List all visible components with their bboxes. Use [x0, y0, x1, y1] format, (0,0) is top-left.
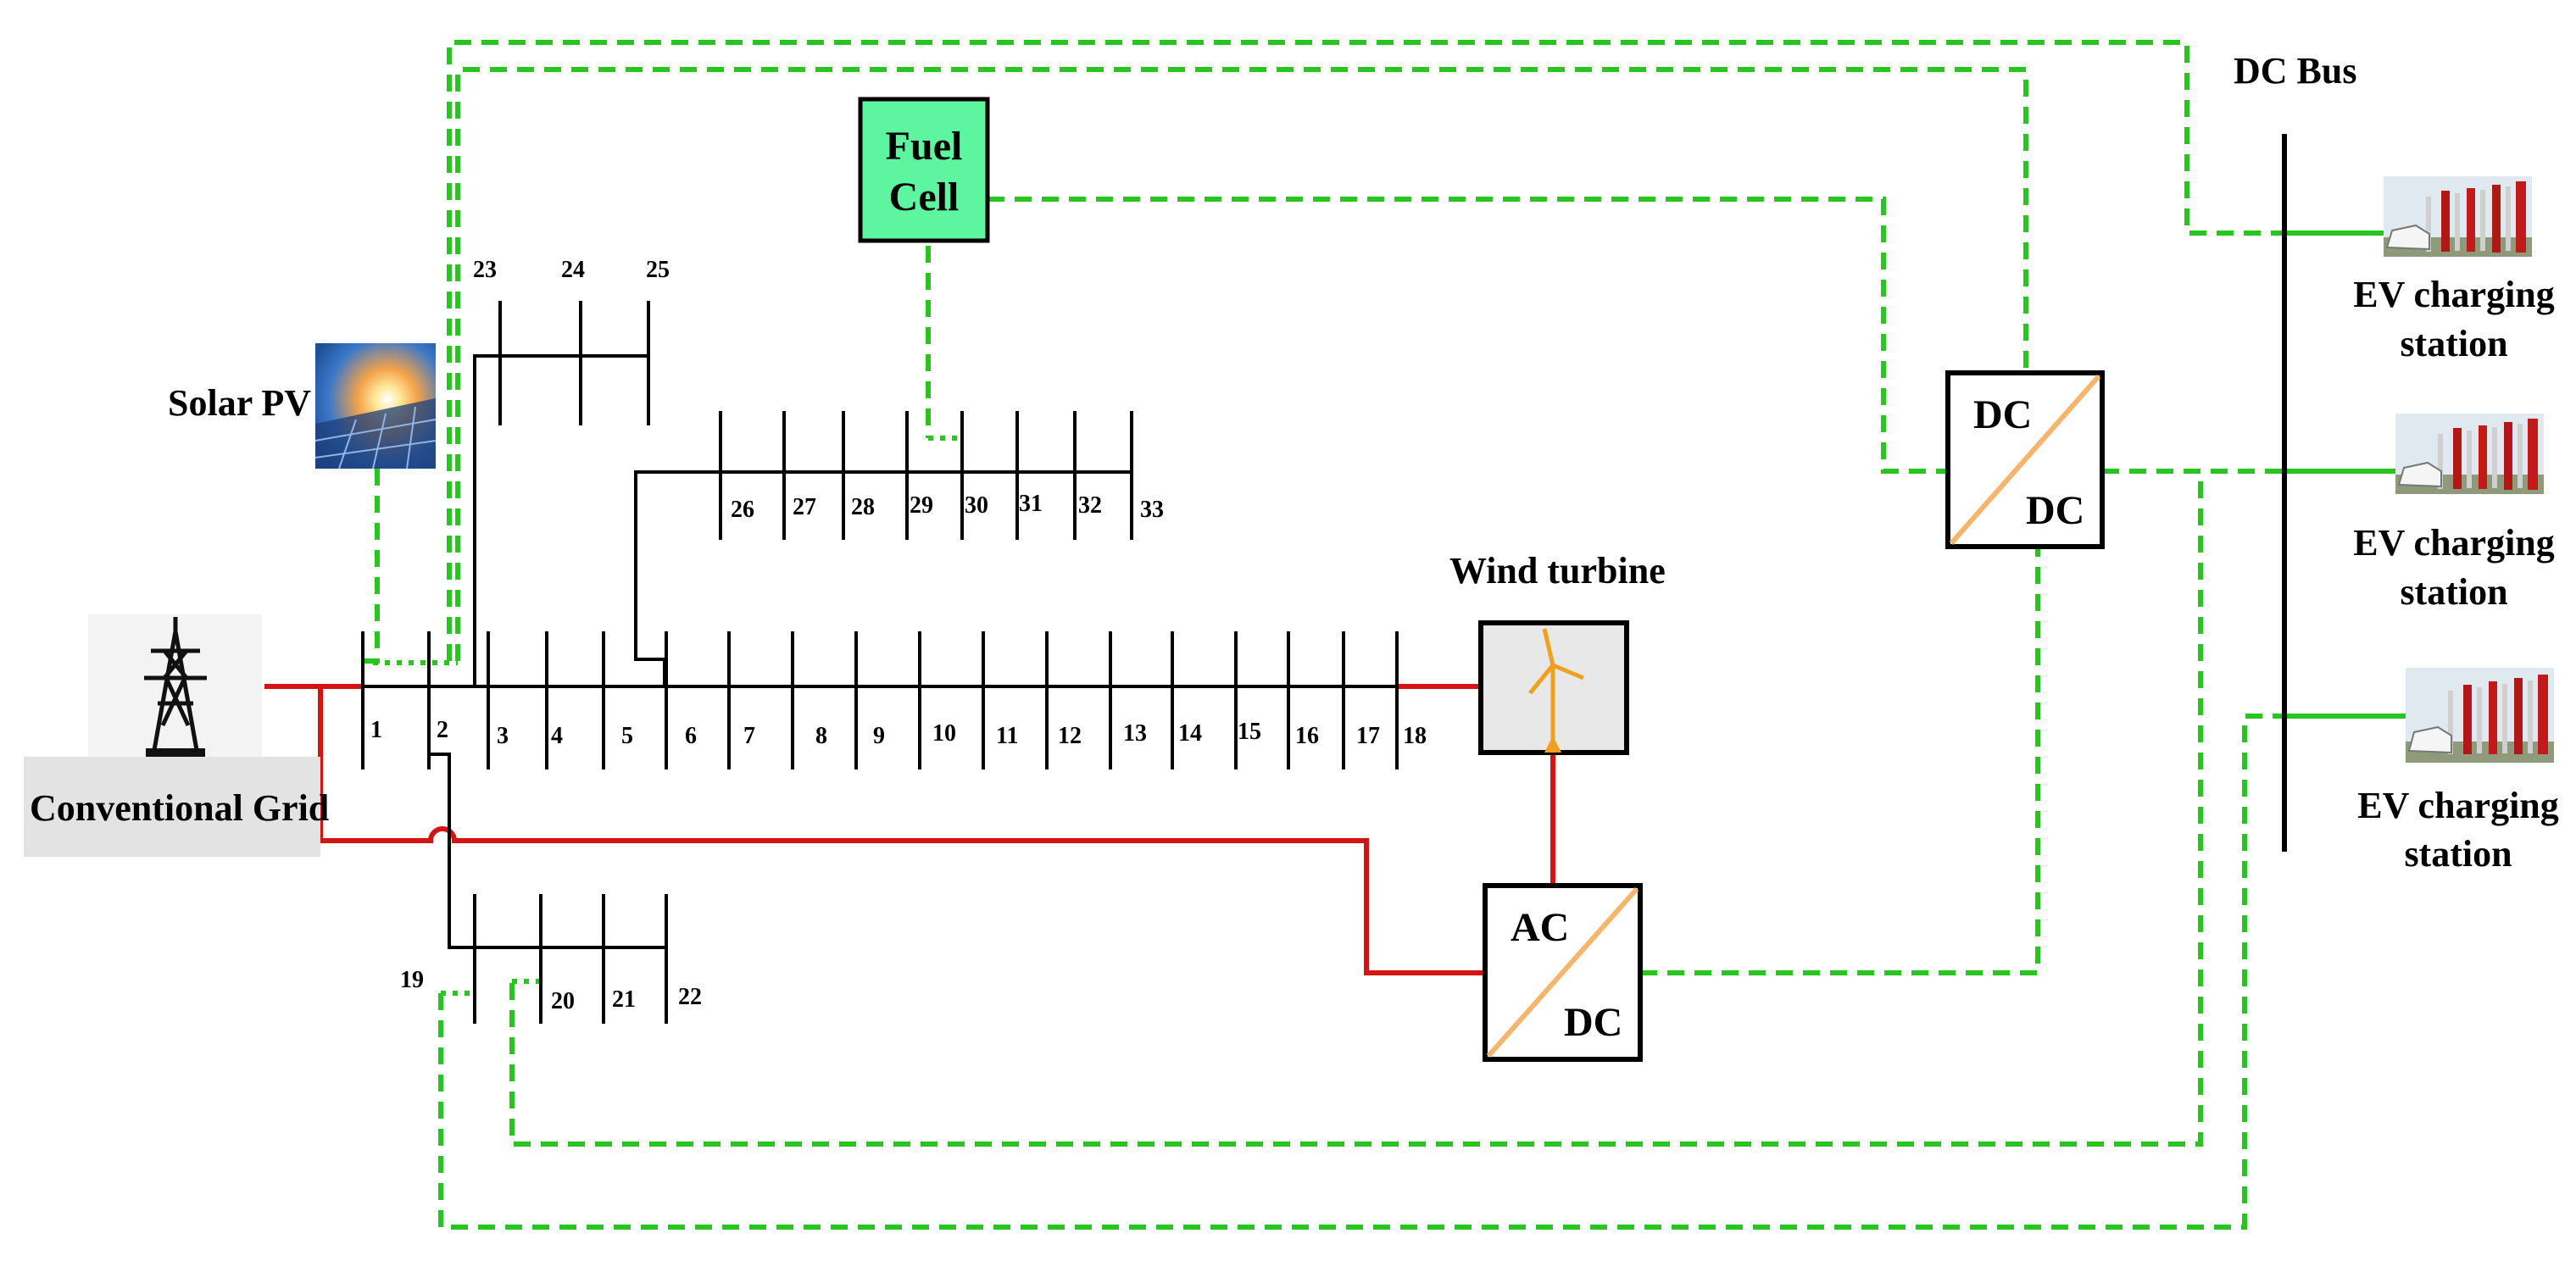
feeder: [361, 301, 1399, 1024]
bus-numbers: 1 2 3 4 5 6 7 8 9 10 11 12 13 14 15 16 1…: [370, 257, 1427, 1014]
bus-label-12: 12: [1058, 723, 1082, 749]
grid-label: Conventional Grid: [30, 787, 329, 829]
wind-turbine: Wind turbine: [1449, 550, 1666, 755]
fuel-cell-label-line2: Cell: [889, 175, 960, 219]
transmission-tower-icon: [144, 617, 207, 757]
dc-bus-label: DC Bus: [2234, 50, 2357, 92]
dc-bus: DC Bus: [2234, 50, 2357, 852]
bus-label-4: 4: [551, 723, 563, 749]
bus-label-14: 14: [1178, 720, 1202, 747]
bus-label-33: 33: [1140, 497, 1164, 523]
bus-label-26: 26: [731, 497, 754, 523]
fuel-cell-label-line1: Fuel: [886, 124, 963, 169]
ac-dc-bottom-label: DC: [1564, 1000, 1622, 1045]
bus-label-32: 32: [1078, 492, 1102, 519]
bus-label-13: 13: [1123, 720, 1147, 747]
ac-dc-diagonal: [1486, 887, 1639, 1058]
bus-label-11: 11: [996, 723, 1018, 749]
bus-label-6: 6: [685, 723, 697, 749]
dc-links: [364, 40, 2407, 1230]
fuel-cell-box: [858, 97, 990, 243]
dc-dc-converter: DC DC: [1945, 370, 2105, 549]
ev-station-3-label-line1: EV charging: [2357, 785, 2559, 826]
ac-dc-top-label: AC: [1511, 905, 1569, 950]
ev-charger-icon: [2384, 176, 2532, 257]
ac-links: [264, 684, 1555, 975]
ev-station-3-label-line2: station: [2404, 833, 2512, 875]
bus-label-20: 20: [551, 988, 575, 1014]
bus-label-8: 8: [815, 723, 827, 749]
ev-station-1-label-line2: station: [2400, 323, 2507, 364]
bus-label-27: 27: [793, 494, 816, 520]
ev-charger-icon: [2395, 414, 2544, 494]
bus-label-7: 7: [743, 723, 755, 749]
grid-label-background: [24, 757, 320, 857]
solar-pv: Solar PV: [168, 343, 437, 469]
bus-label-30: 30: [965, 492, 988, 519]
bus-label-23: 23: [473, 257, 497, 283]
fuel-cell: Fuel Cell: [858, 97, 990, 243]
bus-label-16: 16: [1295, 723, 1319, 749]
ev-station-2: EV charging station: [2353, 414, 2555, 613]
conventional-grid: Conventional Grid: [24, 614, 329, 857]
bus-label-10: 10: [932, 720, 956, 747]
ev-station-1: EV charging station: [2353, 176, 2555, 364]
ev-station-1-label-line1: EV charging: [2353, 274, 2555, 315]
bus-label-29: 29: [910, 492, 933, 519]
bus-label-15: 15: [1238, 719, 1261, 745]
bus-label-22: 22: [678, 984, 702, 1010]
ev-station-2-label-line2: station: [2400, 571, 2507, 613]
dc-dc-diagonal: [1949, 375, 2101, 545]
solar-panel-icon: [314, 343, 437, 469]
bus-label-18: 18: [1403, 723, 1427, 749]
bus-label-9: 9: [873, 723, 885, 749]
bus-label-28: 28: [851, 494, 875, 520]
wind-turbine-label: Wind turbine: [1449, 550, 1666, 592]
bus-label-31: 31: [1019, 491, 1043, 517]
ev-charger-icon: [2406, 668, 2554, 763]
bus-label-2: 2: [437, 717, 448, 743]
dc-dc-top-label: DC: [1973, 392, 2032, 437]
bus-label-25: 25: [646, 257, 670, 283]
bus-label-5: 5: [621, 723, 633, 749]
bus-label-1: 1: [370, 717, 382, 743]
bus-label-24: 24: [561, 257, 585, 283]
bus-label-19: 19: [400, 967, 424, 993]
solar-pv-label: Solar PV: [168, 382, 311, 424]
bus-label-21: 21: [612, 986, 636, 1013]
wind-arrow-icon: [1544, 736, 1561, 753]
ev-station-3: EV charging station: [2357, 668, 2559, 875]
bus-label-17: 17: [1356, 723, 1380, 749]
ac-dc-converter: AC DC: [1483, 883, 1643, 1062]
bus-label-3: 3: [497, 723, 509, 749]
dc-dc-bottom-label: DC: [2026, 488, 2084, 533]
ev-station-2-label-line1: EV charging: [2353, 522, 2555, 564]
